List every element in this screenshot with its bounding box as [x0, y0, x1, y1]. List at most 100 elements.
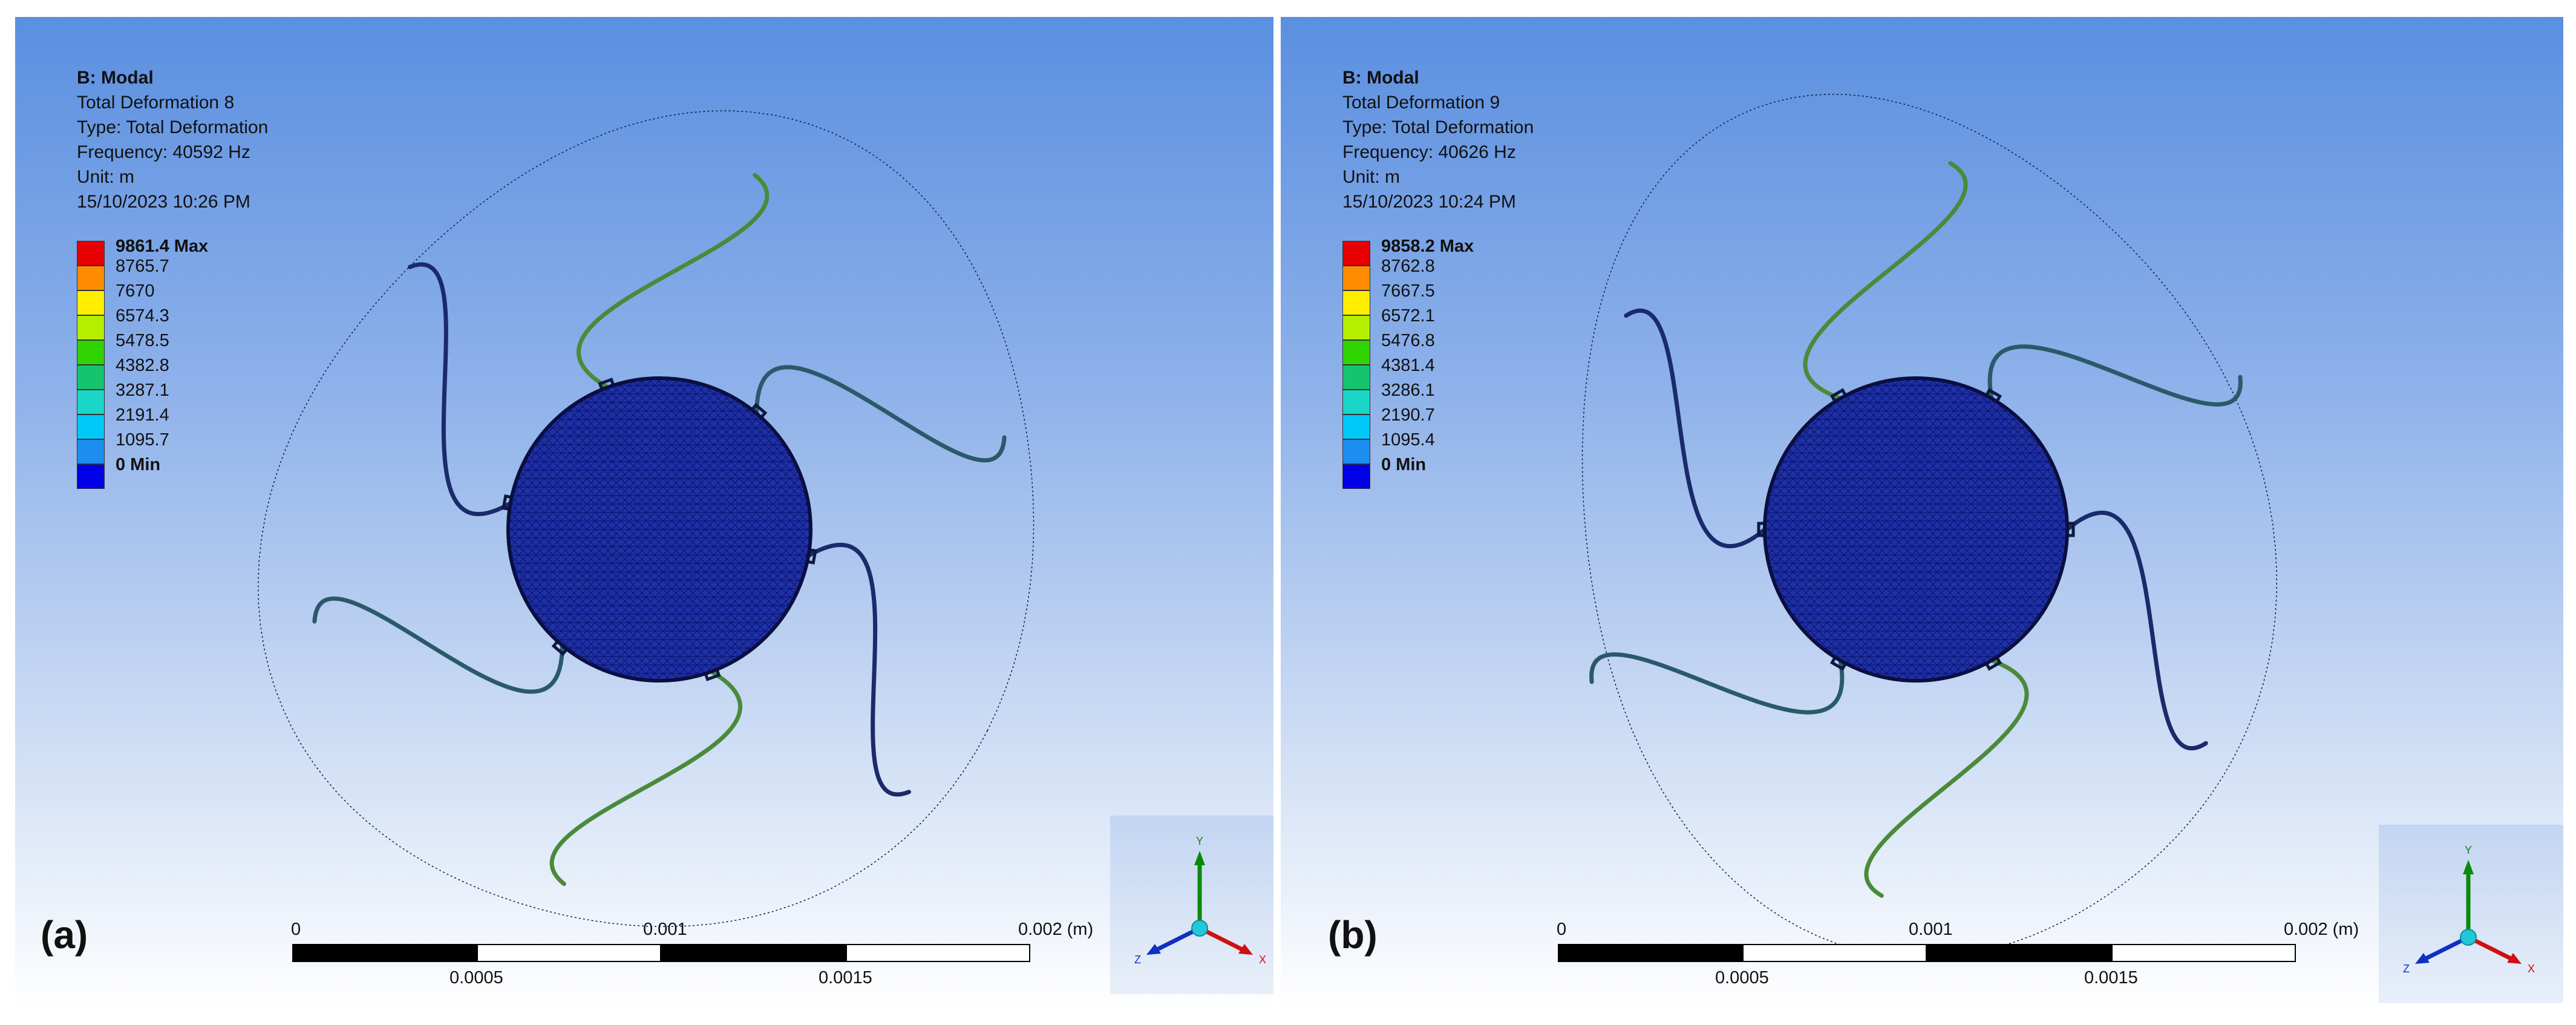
analysis-system-label: B: Modal — [1342, 68, 1419, 88]
unit-label: Unit: m — [1342, 167, 1401, 187]
legend-color-swatch — [1342, 241, 1370, 266]
legend-color-swatch — [77, 464, 105, 489]
y-axis-arrow-icon — [2463, 860, 2474, 874]
legend-value-label: 6572.1 — [1381, 306, 1435, 326]
origin-sphere-icon — [1191, 920, 1208, 937]
scale-mid-label: 0.001 — [643, 920, 687, 939]
legend-value-label: 2190.7 — [1381, 405, 1435, 425]
result-header: B: Modal Total Deformation 9 Type: Total… — [1342, 65, 1534, 214]
x-axis-label: X — [2528, 963, 2535, 975]
legend-value-label: 0 Min — [116, 455, 161, 474]
scale-q3-label: 0.0015 — [819, 968, 872, 987]
result-type-label: Type: Total Deformation — [77, 117, 269, 137]
orientation-triad[interactable]: Y X Z — [1110, 816, 1273, 994]
x-axis-label: X — [1259, 954, 1266, 966]
legend-color-swatch — [1342, 414, 1370, 439]
rotor-arm — [549, 669, 742, 886]
scale-segment — [477, 944, 661, 962]
legend-color-swatch — [77, 439, 105, 464]
legend-value-label: 8765.7 — [116, 257, 169, 276]
y-axis-label: Y — [1196, 835, 1203, 847]
rotor-arm — [1987, 344, 2243, 407]
legend-color-swatch — [1342, 365, 1370, 390]
legend-color-swatch — [77, 365, 105, 390]
x-axis-arrow-icon — [1238, 944, 1253, 955]
figure-label: (a) — [41, 913, 88, 957]
viewport-panel-a[interactable]: B: Modal Total Deformation 8 Type: Total… — [15, 17, 1273, 1009]
scale-q1-label: 0.0005 — [449, 968, 503, 987]
rotor-arm — [1803, 161, 1968, 401]
legend-color-swatch — [77, 340, 105, 365]
result-header: B: Modal Total Deformation 8 Type: Total… — [77, 65, 268, 214]
result-name-label: Total Deformation 9 — [1342, 93, 1500, 113]
legend-color-swatch — [77, 266, 105, 290]
rotor-arm — [2065, 510, 2208, 751]
z-axis-label: Z — [2403, 963, 2410, 975]
legend-color-swatch — [1342, 340, 1370, 365]
legend-color-swatch — [77, 390, 105, 414]
outer-ring-mesh — [1581, 94, 2277, 958]
rotor-arm — [1589, 652, 1845, 715]
orientation-triad[interactable]: Y X Z — [2379, 825, 2563, 1003]
legend-value-label: 9858.2 Max — [1381, 237, 1474, 256]
legend-color-swatch — [1342, 464, 1370, 489]
legend-value-label: 1095.7 — [116, 430, 169, 450]
scale-segment — [1558, 944, 1742, 962]
legend-value-label: 8762.8 — [1381, 257, 1435, 276]
frequency-label: Frequency: 40592 Hz — [77, 142, 250, 162]
scale-segment — [292, 944, 477, 962]
rotor-arm — [754, 365, 1007, 463]
deformation-plot-a[interactable] — [15, 17, 1273, 1009]
legend-value-label: 3287.1 — [116, 381, 169, 400]
scale-q3-label: 0.0015 — [2084, 968, 2138, 987]
result-type-label: Type: Total Deformation — [1342, 117, 1534, 137]
scale-start-label: 0 — [1557, 920, 1567, 939]
rotor-arm — [1864, 658, 2029, 898]
x-axis-arrow-icon — [2507, 953, 2522, 964]
scale-segment — [661, 944, 846, 962]
scale-segment — [1742, 944, 1927, 962]
rotor-arm — [806, 542, 911, 797]
z-axis-arrow-icon — [2415, 953, 2430, 964]
rotor-arm — [1624, 308, 1767, 549]
legend-value-label: 5476.8 — [1381, 331, 1435, 350]
legend-color-swatch — [77, 290, 105, 315]
legend-value-label: 0 Min — [1381, 455, 1427, 474]
y-axis-arrow-icon — [1194, 851, 1205, 865]
viewport-panel-b[interactable]: B: Modal Total Deformation 9 Type: Total… — [1281, 17, 2563, 1009]
analysis-system-label: B: Modal — [77, 68, 154, 88]
legend-color-swatch — [77, 414, 105, 439]
z-axis-label: Z — [1134, 954, 1141, 966]
z-axis-arrow-icon — [1146, 944, 1161, 955]
unit-label: Unit: m — [77, 167, 135, 187]
scale-end-label: 0.002 (m) — [1018, 920, 1094, 939]
legend-color-swatch — [1342, 390, 1370, 414]
scale-mid-label: 0.001 — [1909, 920, 1953, 939]
rotor-arm — [577, 172, 770, 390]
legend-value-label: 4381.4 — [1381, 356, 1435, 375]
legend-value-label: 7670 — [116, 281, 155, 301]
scale-start-label: 0 — [291, 920, 301, 939]
rotor-arm — [312, 596, 564, 694]
scale-q1-label: 0.0005 — [1715, 968, 1769, 987]
legend-value-label: 9861.4 Max — [116, 237, 209, 256]
scale-segment — [1927, 944, 2111, 962]
legend-color-swatch — [1342, 290, 1370, 315]
scale-segment — [2111, 944, 2296, 962]
legend-color-swatch — [77, 241, 105, 266]
axis-triad-svg: Y X Z — [2403, 844, 2535, 975]
legend-color-swatch — [77, 315, 105, 340]
legend-value-label: 7667.5 — [1381, 281, 1435, 301]
scale-segment — [846, 944, 1030, 962]
deformation-plot-b[interactable] — [1281, 17, 2563, 1009]
hub-disc — [506, 376, 812, 683]
legend-value-label: 1095.4 — [1381, 430, 1435, 450]
timestamp-label: 15/10/2023 10:26 PM — [77, 192, 250, 212]
scale-end-label: 0.002 (m) — [2284, 920, 2359, 939]
rotor-arm — [408, 262, 513, 517]
legend-value-label: 6574.3 — [116, 306, 169, 326]
legend-color-swatch — [1342, 266, 1370, 290]
frequency-label: Frequency: 40626 Hz — [1342, 142, 1516, 162]
timestamp-label: 15/10/2023 10:24 PM — [1342, 192, 1516, 212]
axis-triad-svg: Y X Z — [1134, 835, 1266, 966]
